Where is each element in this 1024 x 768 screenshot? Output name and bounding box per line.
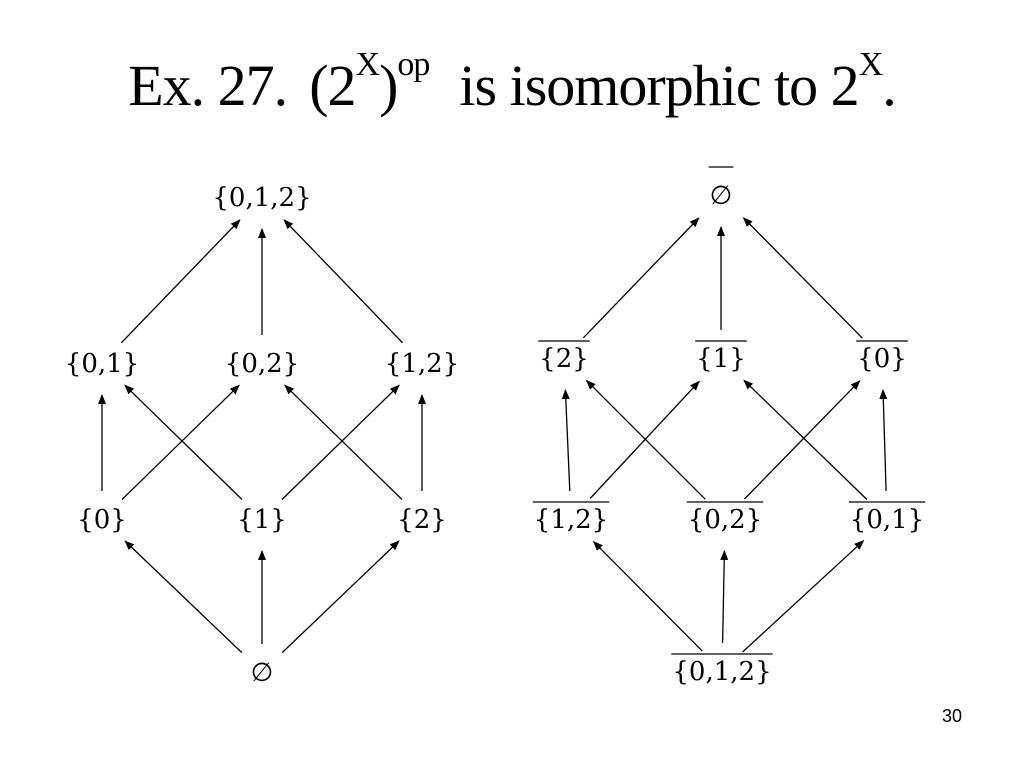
right-edge-R12-to-R1 bbox=[589, 380, 700, 499]
edges-layer bbox=[98, 217, 888, 654]
right-node-label: {0,1} bbox=[850, 505, 924, 535]
title-middle: is isomorphic to 2 bbox=[459, 53, 859, 118]
right-node-R012: {0,1,2} bbox=[671, 653, 773, 687]
left-node-L01: {0,1} bbox=[65, 349, 139, 379]
left-edge-L1-to-L12 bbox=[281, 384, 400, 500]
title-sup-op: op bbox=[397, 46, 430, 83]
left-node-label: {0,1,2} bbox=[212, 183, 311, 213]
right-edge-R01-to-R0 bbox=[879, 389, 888, 492]
title-end: . bbox=[882, 53, 896, 118]
right-edge-R2-to-Rempty bbox=[582, 217, 700, 339]
left-node-label: {2} bbox=[397, 505, 447, 535]
left-node-L0: {0} bbox=[77, 505, 127, 535]
left-node-L2: {2} bbox=[397, 505, 447, 535]
left-edge-Lempty-to-L0 bbox=[124, 540, 243, 654]
right-node-label: {1} bbox=[696, 344, 746, 374]
title-close: ) bbox=[379, 53, 398, 118]
right-edge-R0-to-Rempty bbox=[742, 217, 863, 339]
left-edge-Lempty-to-L2 bbox=[281, 540, 400, 654]
left-node-label: {1,2} bbox=[385, 349, 459, 379]
left-node-label: {1} bbox=[237, 505, 287, 535]
right-edge-R012-to-R01 bbox=[742, 540, 865, 653]
right-edge-R02-to-R2 bbox=[585, 379, 706, 500]
left-node-label: {0,2} bbox=[225, 349, 299, 379]
right-node-label: {0} bbox=[857, 344, 907, 374]
title-prefix: Ex. 27. bbox=[128, 53, 288, 118]
left-edge-L2-to-L02 bbox=[284, 384, 403, 500]
right-node-R02: {0,2} bbox=[686, 501, 764, 535]
left-edge-L0-to-L02 bbox=[121, 384, 240, 500]
left-node-L12: {1,2} bbox=[385, 349, 459, 379]
left-node-label: {0} bbox=[77, 505, 127, 535]
left-node-L02: {0,2} bbox=[225, 349, 299, 379]
left-edge-L12-to-L012 bbox=[283, 219, 404, 344]
right-node-R2: {2} bbox=[538, 340, 590, 374]
right-node-R01: {0,1} bbox=[848, 501, 926, 535]
left-node-L1: {1} bbox=[237, 505, 287, 535]
left-edge-L01-to-L012 bbox=[120, 219, 241, 344]
right-edge-R012-to-R12 bbox=[592, 540, 703, 652]
title-sup-x: X bbox=[355, 46, 381, 83]
page-number: 30 bbox=[941, 706, 962, 726]
left-node-Lempty: ∅ bbox=[251, 658, 274, 688]
right-node-label: {2} bbox=[539, 344, 589, 374]
left-node-L012: {0,1,2} bbox=[212, 183, 311, 213]
right-edge-R02-to-R0 bbox=[744, 380, 861, 500]
right-edge-R12-to-R2 bbox=[561, 389, 571, 492]
right-node-label: ∅ bbox=[710, 181, 733, 211]
right-edge-R012-to-R02 bbox=[720, 550, 729, 644]
right-node-Rempty: ∅ bbox=[708, 166, 734, 211]
left-node-label: {0,1} bbox=[65, 349, 139, 379]
nodes-layer: {0,1,2} {0,1} {0,2} {1,2} {0} {1} {2} ∅ ∅ {2} {1} {… bbox=[65, 166, 926, 688]
right-edge-R01-to-R1 bbox=[743, 379, 868, 500]
right-node-R1: {1} bbox=[695, 340, 747, 374]
title-sup-x2: X bbox=[858, 46, 884, 83]
left-node-label: ∅ bbox=[251, 658, 274, 688]
title-open: (2 bbox=[309, 53, 356, 118]
right-node-R12: {1,2} bbox=[532, 501, 610, 535]
right-node-R0: {0} bbox=[856, 340, 908, 374]
left-edge-L1-to-L01 bbox=[124, 384, 243, 500]
right-node-label: {1,2} bbox=[534, 505, 608, 535]
right-node-label: {0,1,2} bbox=[672, 657, 771, 687]
right-node-label: {0,2} bbox=[688, 505, 762, 535]
